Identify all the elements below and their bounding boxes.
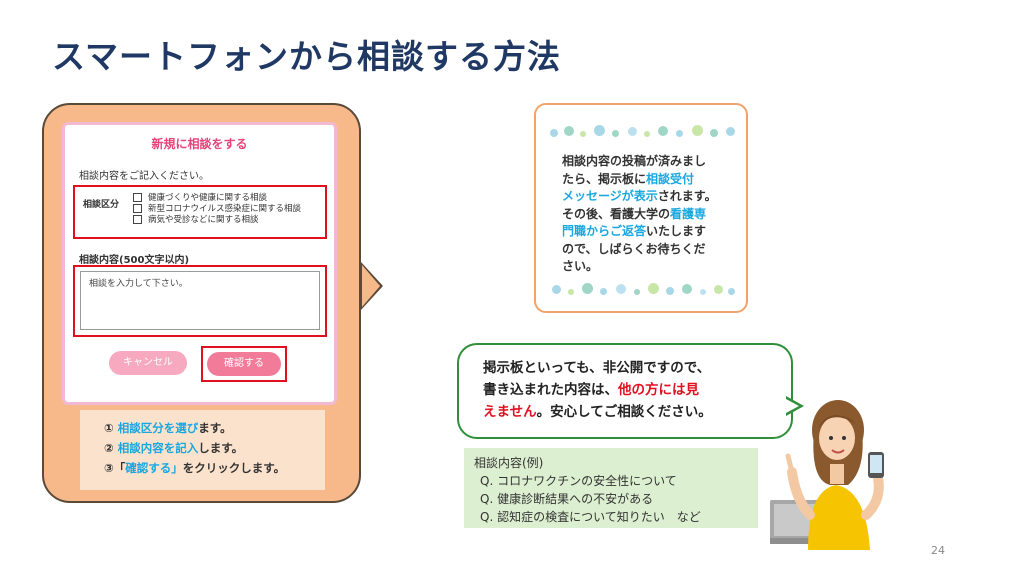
category-option[interactable]: 新型コロナウイルス感染症に関する相談 — [133, 204, 301, 215]
notice-text: 相談内容の投稿が済みまし たら、掲示板に相談受付 メッセージが表示されます。 そ… — [562, 154, 717, 273]
consultation-form: 新規に相談をする 相談内容をご記入ください。 相談区分 健康づくりや健康に関する… — [62, 122, 337, 405]
example-item: Q. コロナワクチンの安全性について — [480, 474, 677, 488]
category-highlight-frame: 相談区分 健康づくりや健康に関する相談 新型コロナウイルス感染症に関する相談 病… — [73, 185, 327, 239]
content-textarea[interactable]: 相談を入力して下さい。 — [80, 271, 320, 330]
dots-decoration — [548, 123, 738, 141]
checkbox-icon[interactable] — [133, 215, 142, 224]
example-item: Q. 健康診断結果への不安がある — [480, 492, 654, 506]
checkbox-icon[interactable] — [133, 193, 142, 202]
example-item: Q. 認知症の検査について知りたい など — [480, 510, 701, 524]
instruction-step: ② 相談内容を記入します。 — [104, 441, 244, 455]
content-label: 相談内容(500文字以内) — [79, 255, 190, 266]
checkbox-icon[interactable] — [133, 204, 142, 213]
bubble-text: 掲示板といっても、非公開ですので、 書き込まれた内容は、他の方には見 えません。… — [483, 360, 712, 420]
instructions-box: ① 相談区分を選びます。 ② 相談内容を記入します。 ③「確認する」をクリックし… — [80, 410, 325, 490]
nurse-illustration-icon — [770, 400, 884, 550]
instruction-step: ③「確認する」をクリックします。 — [104, 461, 286, 475]
cancel-button[interactable]: キャンセル — [109, 351, 187, 375]
slide-title: スマートフォンから相談する方法 — [52, 37, 562, 76]
examples-box: 相談内容(例) Q. コロナワクチンの安全性について Q. 健康診断結果への不安… — [464, 448, 758, 528]
form-title: 新規に相談をする — [151, 137, 248, 151]
notice-card: 相談内容の投稿が済みまし たら、掲示板に相談受付 メッセージが表示されます。 そ… — [534, 103, 748, 313]
category-options: 健康づくりや健康に関する相談 新型コロナウイルス感染症に関する相談 病気や受診な… — [133, 193, 301, 226]
examples-title: 相談内容(例) — [474, 456, 544, 470]
speech-bubble: 掲示板といっても、非公開ですので、 書き込まれた内容は、他の方には見 えません。… — [457, 343, 793, 439]
form-prompt: 相談内容をご記入ください。 — [79, 171, 209, 182]
confirm-button[interactable]: 確認する — [207, 352, 281, 376]
instruction-step: ① 相談区分を選びます。 — [104, 421, 232, 435]
category-label: 相談区分 — [83, 200, 120, 210]
category-option[interactable]: 健康づくりや健康に関する相談 — [133, 193, 301, 204]
page-number: 24 — [931, 544, 945, 557]
dots-decoration — [548, 281, 738, 299]
confirm-highlight-frame: 確認する — [201, 346, 287, 382]
content-highlight-frame: 相談を入力して下さい。 — [73, 265, 327, 337]
category-option[interactable]: 病気や受診などに関する相談 — [133, 215, 301, 226]
